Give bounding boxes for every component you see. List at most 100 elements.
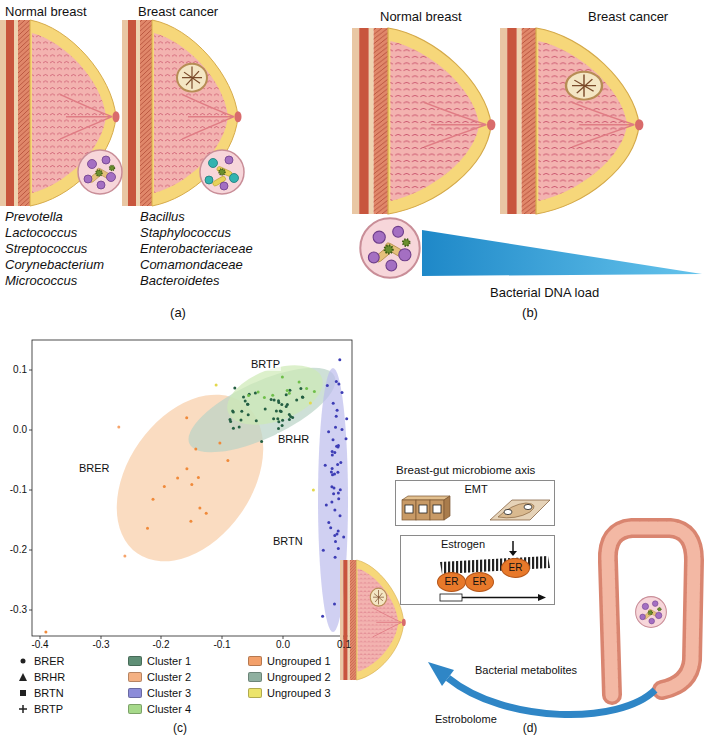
species-name: Bacillus <box>140 210 185 225</box>
data-point <box>280 410 283 413</box>
panel-letter: (a) <box>170 306 186 321</box>
legend-text: Ungrouped 2 <box>267 671 331 683</box>
cluster-label: BRTP <box>250 358 281 371</box>
legend-entry: BRTP <box>18 703 63 715</box>
data-point <box>336 409 339 412</box>
data-point <box>313 390 316 393</box>
data-point <box>309 402 312 405</box>
panel-letter: (b) <box>522 306 538 321</box>
colon <box>608 528 694 695</box>
data-point <box>331 450 334 453</box>
legend-text: BRER <box>34 655 65 667</box>
axis-tick: -0.2 <box>152 639 169 651</box>
panel-title: Normal breast <box>5 5 87 20</box>
data-point <box>330 500 333 503</box>
data-point <box>197 476 200 479</box>
legend-text: Cluster 2 <box>147 671 191 683</box>
data-point <box>288 413 291 416</box>
data-point <box>257 390 260 393</box>
cluster-label: BRER <box>78 462 111 475</box>
legend-marker <box>18 656 28 666</box>
axis-tick: -0.1 <box>213 639 230 651</box>
data-point <box>335 415 338 418</box>
data-point <box>232 427 235 430</box>
data-point <box>342 536 345 539</box>
data-point <box>260 440 263 443</box>
data-point <box>334 540 337 543</box>
node-text: ER <box>466 573 493 591</box>
species-name: Staphylococcus <box>140 226 231 241</box>
receptor-ellipse: ER <box>501 558 530 578</box>
legend-text: BRTP <box>34 703 63 715</box>
data-point <box>299 387 302 390</box>
species-name: Micrococcus <box>5 274 77 289</box>
data-point <box>276 417 279 420</box>
legend-swatch <box>128 672 142 682</box>
data-point <box>301 396 304 399</box>
data-point <box>285 393 288 396</box>
data-point <box>345 417 348 420</box>
legend-entry: BRTN <box>18 687 64 699</box>
marker-dot <box>21 659 26 664</box>
data-point <box>229 418 232 421</box>
data-point <box>263 396 266 399</box>
data-point <box>301 396 304 399</box>
data-point <box>215 384 218 387</box>
breast-illustration <box>340 560 406 680</box>
species-name: Corynebacterium <box>5 258 104 273</box>
data-point <box>327 430 330 433</box>
data-point <box>327 521 330 524</box>
axis-tick: -0.4 <box>31 639 48 651</box>
species-name: Enterobacteriaceae <box>140 242 253 257</box>
data-point <box>277 399 280 402</box>
data-point <box>247 413 250 416</box>
data-point <box>279 410 282 413</box>
data-point <box>339 514 342 517</box>
legend-marker <box>18 704 28 714</box>
data-point <box>288 389 291 392</box>
data-point <box>312 489 315 492</box>
data-point <box>337 497 340 500</box>
data-point <box>232 411 235 414</box>
axis-tick: -0.3 <box>10 604 27 616</box>
data-point <box>332 492 335 495</box>
legend-entry: Cluster 2 <box>128 671 191 683</box>
data-point <box>339 461 342 464</box>
data-point <box>333 487 336 490</box>
data-point <box>281 424 284 427</box>
panel-title: Normal breast <box>380 10 462 25</box>
data-point <box>242 395 245 398</box>
data-point <box>146 527 149 530</box>
process-box: Breast-gut microbiome axisEMT <box>395 480 555 526</box>
axis-tick: 0.0 <box>276 639 290 651</box>
data-point <box>337 547 340 550</box>
panel-title: Breast cancer <box>138 5 218 20</box>
data-point <box>331 473 334 476</box>
data-point <box>275 410 278 413</box>
marker-triangle <box>19 673 27 681</box>
data-point <box>163 485 166 488</box>
data-point <box>226 459 229 462</box>
data-point <box>254 392 257 395</box>
legend-marker <box>18 672 28 682</box>
data-point <box>333 451 336 454</box>
data-point <box>185 416 188 419</box>
data-point <box>117 426 120 429</box>
data-point <box>123 555 126 558</box>
data-point <box>246 403 249 406</box>
axis-caption: Bacterial DNA load <box>490 286 599 301</box>
legend-marker <box>18 688 28 698</box>
data-point <box>295 399 298 402</box>
data-point <box>205 512 208 515</box>
scatter-plot <box>29 340 352 639</box>
breast-illustration <box>352 28 702 278</box>
data-point <box>305 387 308 390</box>
axis-tick: -0.2 <box>10 544 27 556</box>
data-point <box>198 507 201 510</box>
data-point <box>337 530 340 533</box>
data-point <box>281 419 284 422</box>
data-point <box>176 477 179 480</box>
data-point <box>233 387 236 390</box>
data-point <box>332 438 335 441</box>
data-point <box>339 488 342 491</box>
